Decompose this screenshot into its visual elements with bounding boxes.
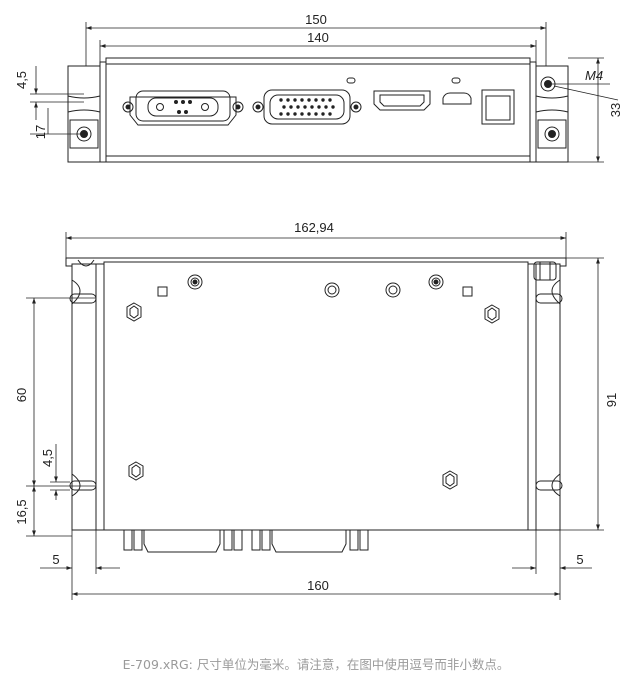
dim-height-label: 33	[608, 103, 623, 117]
dim-bracket-top-label: 4,5	[14, 71, 29, 89]
dim-hole-offset-label: 17	[33, 125, 48, 139]
d-sub-9-connector	[122, 90, 244, 126]
dim-left-margin-label: 5	[52, 552, 59, 567]
dim-bottom-width-label: 160	[307, 578, 329, 593]
right-mounting-bracket	[529, 61, 569, 163]
front-housing	[105, 57, 531, 163]
dim-depth-label: 91	[604, 393, 619, 407]
figure-caption: E-709.xRG: 尺寸单位为毫米。请注意，在图中使用逗号而非小数点。	[122, 657, 510, 672]
d-sub-26-connector	[252, 89, 362, 125]
dim-top-width-label: 162,94	[294, 220, 334, 235]
screw-heads	[187, 274, 444, 298]
bottom-connectors	[123, 529, 369, 553]
top-view	[26, 232, 604, 600]
dim-slot-offset-label: 16,5	[14, 499, 29, 524]
left-flange	[69, 259, 105, 531]
front-view	[30, 22, 619, 163]
dim-right-margin-label: 5	[576, 552, 583, 567]
base-plate	[103, 261, 529, 531]
screw-size-label: M4	[585, 68, 603, 83]
hdmi-port	[373, 90, 431, 111]
dim-inner-width-label: 140	[307, 30, 329, 45]
dim-slot-width-label: 4,5	[40, 449, 55, 467]
status-led	[346, 77, 356, 84]
dim-slot-spacing-label: 60	[14, 388, 29, 402]
hex-standoffs	[126, 302, 500, 490]
mini-port	[442, 92, 472, 105]
right-flange	[527, 261, 563, 531]
power-jack	[481, 89, 515, 125]
dim-overall-width-label: 150	[305, 12, 327, 27]
left-mounting-bracket	[67, 61, 107, 163]
